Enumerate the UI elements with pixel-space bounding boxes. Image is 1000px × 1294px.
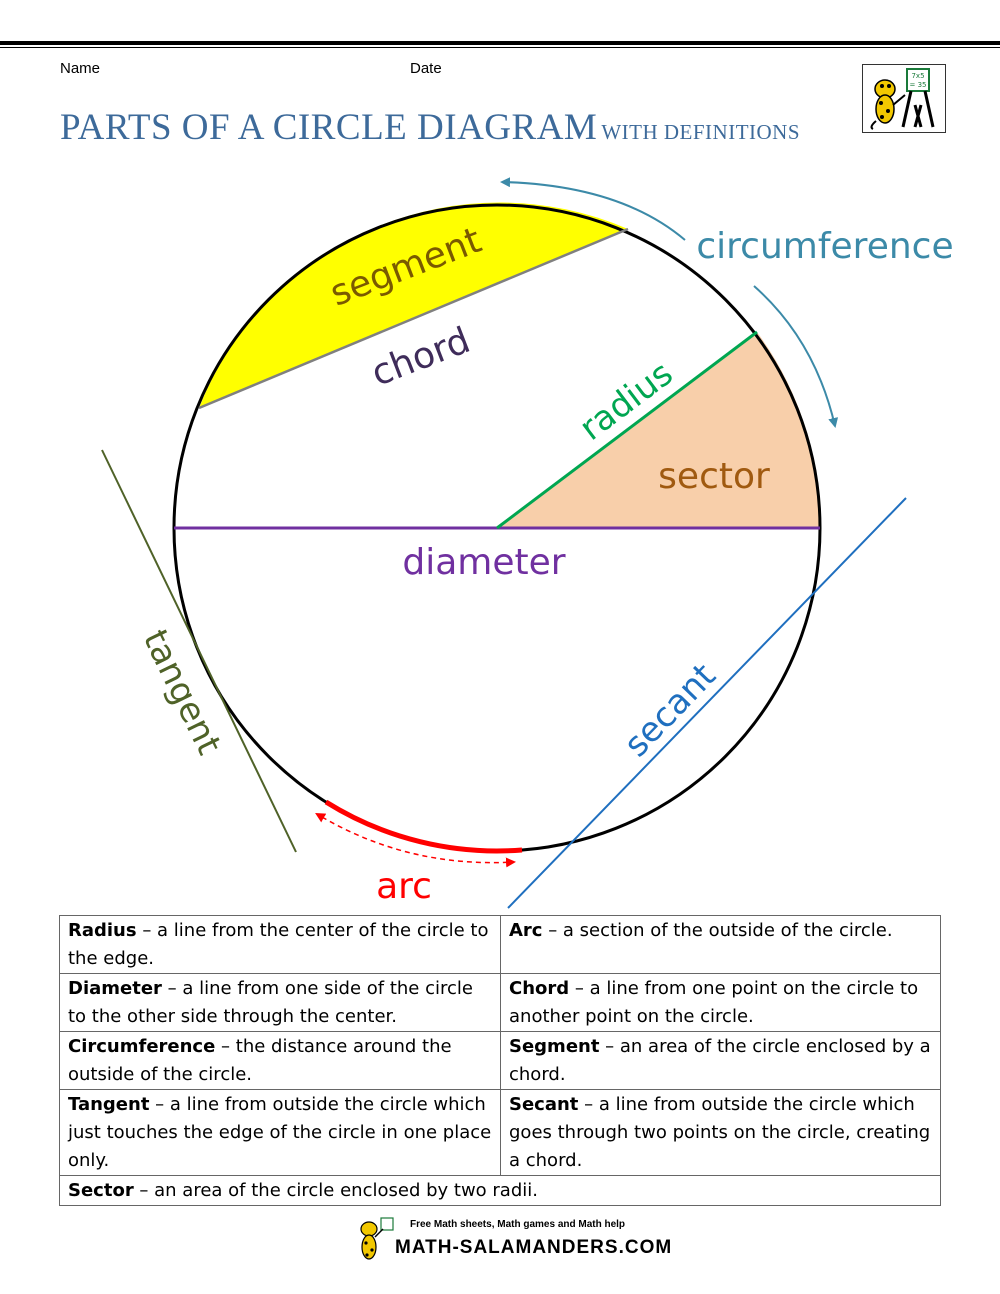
- arc-label: arc: [376, 866, 432, 907]
- footer-logo: Free Math sheets, Math games and Math he…: [355, 1215, 671, 1265]
- table-row: Circumference – the distance around the …: [59, 1031, 941, 1090]
- salamander-icon: 7x5 = 35: [870, 68, 935, 130]
- radius-line: [496, 330, 758, 530]
- definition-sector: Sector – an area of the circle enclosed …: [59, 1175, 941, 1206]
- secant-label: secant: [616, 656, 723, 765]
- tangent-label: tangent: [135, 624, 229, 761]
- definition-arc: Arc – a section of the outside of the ci…: [500, 915, 941, 974]
- circumference-label: circumference: [696, 226, 953, 267]
- page-title: PARTS OF A CIRCLE DIAGRAM WITH DEFINITIO…: [60, 106, 800, 149]
- arc-arrow: [315, 812, 516, 868]
- circumference-arrow-right: [753, 285, 839, 428]
- secant-line: [507, 497, 907, 909]
- name-label: Name: [60, 60, 101, 77]
- table-row: Diameter – a line from one side of the c…: [59, 973, 941, 1032]
- definition-chord: Chord – a line from one point on the cir…: [500, 973, 941, 1032]
- arc-highlight: [324, 799, 523, 854]
- definition-secant: Secant – a line from outside the circle …: [500, 1089, 941, 1176]
- chord-line: [198, 227, 629, 410]
- definition-segment: Segment – an area of the circle enclosed…: [500, 1031, 941, 1090]
- diameter-label: diameter: [402, 542, 565, 583]
- definition-circumference: Circumference – the distance around the …: [59, 1031, 501, 1090]
- top-rule-thin: [0, 47, 1000, 48]
- logo-sign-line-2: = 35: [910, 81, 927, 89]
- tangent-line: [101, 449, 297, 853]
- footer-brand: MATH-SALAMANDERS.COM: [395, 1237, 673, 1258]
- definition-radius: Radius – a line from the center of the c…: [59, 915, 501, 974]
- logo-sign-line-1: 7x5: [911, 72, 924, 80]
- circle-diagram: segment chord radius sector diameter cir…: [101, 177, 954, 909]
- top-rule: [0, 41, 1000, 45]
- table-row: Sector – an area of the circle enclosed …: [59, 1175, 941, 1206]
- footer-salamander-icon: [360, 1217, 394, 1260]
- table-row: Radius – a line from the center of the c…: [59, 915, 941, 974]
- segment-region: [199, 202, 628, 408]
- title-sub: WITH DEFINITIONS: [601, 120, 801, 144]
- table-row: Tangent – a line from outside the circle…: [59, 1089, 941, 1176]
- footer-tagline: Free Math sheets, Math games and Math he…: [410, 1219, 626, 1230]
- definition-tangent: Tangent – a line from outside the circle…: [59, 1089, 501, 1176]
- title-main: PARTS OF A CIRCLE DIAGRAM: [60, 107, 598, 148]
- definition-diameter: Diameter – a line from one side of the c…: [59, 973, 501, 1032]
- sector-region: [497, 332, 821, 528]
- circumference-arrow-top: [500, 177, 686, 241]
- definitions-table: Radius – a line from the center of the c…: [59, 915, 941, 1206]
- date-label: Date: [410, 60, 442, 77]
- salamander-logo: 7x5 = 35: [862, 64, 946, 133]
- sector-label: sector: [658, 456, 770, 497]
